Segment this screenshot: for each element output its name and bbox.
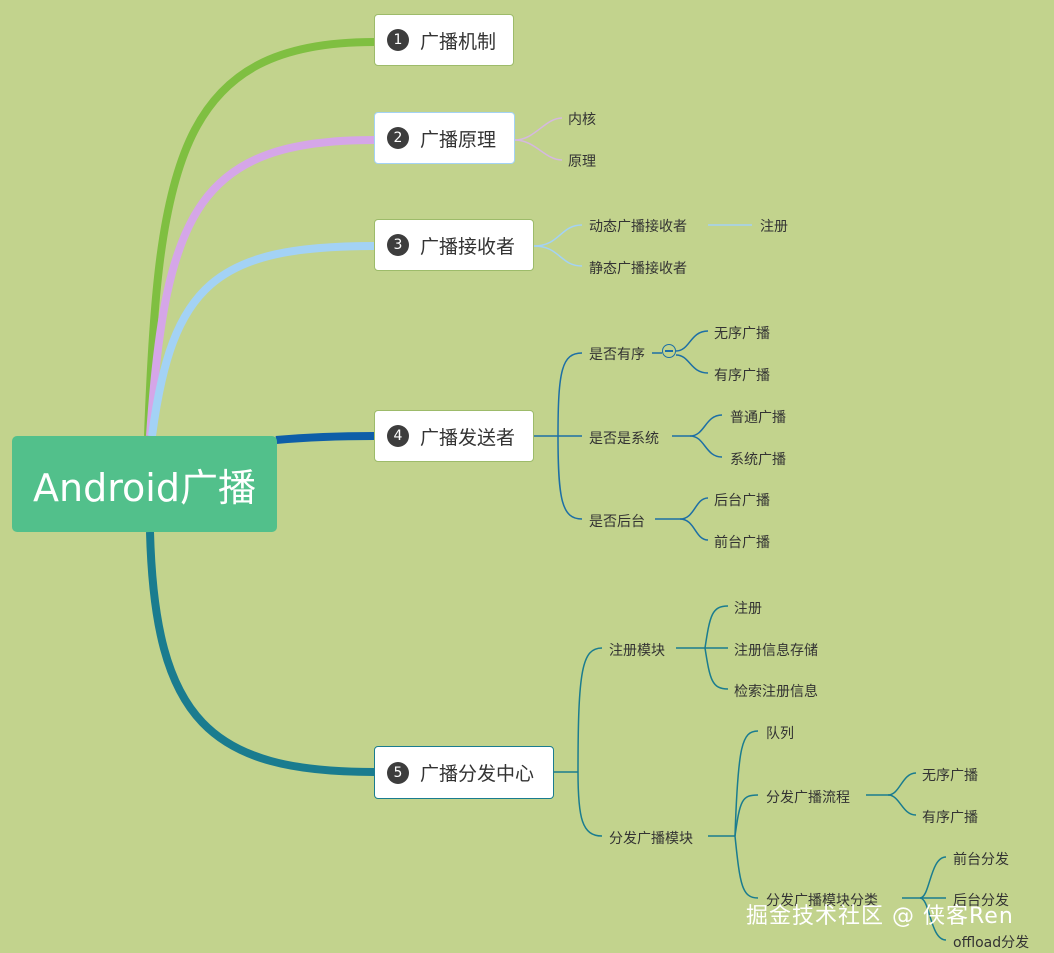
- branch-2-connectors: [514, 117, 563, 161]
- topic-broadcast-mechanism[interactable]: 1 广播机制: [374, 14, 514, 66]
- subtopic-register-info-storage[interactable]: 注册信息存储: [734, 643, 818, 659]
- subtopic-unordered-broadcast[interactable]: 无序广播: [922, 768, 978, 784]
- collapse-toggle-icon[interactable]: [662, 344, 676, 358]
- topic-number-badge: 4: [387, 425, 409, 447]
- root-topic[interactable]: Android广播: [12, 436, 277, 532]
- topic-label: 广播分发中心: [420, 763, 535, 785]
- branch-line-1: [144, 38, 375, 437]
- branch-3-connectors: [533, 224, 752, 267]
- subtopic-principle[interactable]: 原理: [568, 154, 596, 170]
- root-topic-label: Android广播: [33, 465, 256, 510]
- topic-label: 广播发送者: [420, 426, 516, 449]
- subtopic-foreground-broadcast[interactable]: 前台广播: [714, 535, 770, 551]
- subtopic-dynamic-receiver[interactable]: 动态广播接收者: [589, 219, 687, 235]
- subtopic-system-broadcast[interactable]: 系统广播: [730, 452, 786, 468]
- topic-broadcast-sender[interactable]: 4 广播发送者: [374, 410, 534, 462]
- subtopic-is-system[interactable]: 是否是系统: [589, 431, 659, 447]
- subtopic-dispatch-flow[interactable]: 分发广播流程: [766, 790, 850, 806]
- branch-line-3: [148, 242, 375, 437]
- subtopic-ordered-broadcast[interactable]: 有序广播: [922, 810, 978, 826]
- subtopic-background-dispatch[interactable]: 后台分发: [953, 893, 1009, 909]
- subtopic-foreground-dispatch[interactable]: 前台分发: [953, 852, 1009, 868]
- branch-line-4: [275, 432, 375, 444]
- topic-number-badge: 1: [387, 29, 409, 51]
- topic-label: 广播原理: [420, 128, 497, 151]
- subtopic-register[interactable]: 注册: [760, 219, 788, 235]
- subtopic-static-receiver[interactable]: 静态广播接收者: [589, 261, 687, 277]
- subtopic-register[interactable]: 注册: [734, 601, 762, 617]
- branch-4-connectors: [534, 330, 723, 541]
- subtopic-lookup-register-info[interactable]: 检索注册信息: [734, 684, 818, 700]
- topic-label: 广播接收者: [420, 235, 516, 258]
- watermark: 掘金技术社区 @ 侠客Ren: [746, 904, 1014, 929]
- topic-broadcast-receiver[interactable]: 3 广播接收者: [374, 219, 534, 271]
- subtopic-ordered-broadcast[interactable]: 有序广播: [714, 368, 770, 384]
- subtopic-dispatch-category[interactable]: 分发广播模块分类: [766, 893, 878, 909]
- subtopic-is-ordered[interactable]: 是否有序: [589, 347, 645, 363]
- subtopic-queue[interactable]: 队列: [766, 726, 794, 742]
- subtopic-dispatch-module[interactable]: 分发广播模块: [609, 831, 693, 847]
- branch-5-connectors: [554, 605, 947, 941]
- subtopic-is-background[interactable]: 是否后台: [589, 514, 645, 530]
- subtopic-background-broadcast[interactable]: 后台广播: [714, 493, 770, 509]
- topic-label: 广播机制: [420, 30, 497, 53]
- topic-number-badge: 2: [387, 127, 409, 149]
- topic-number-badge: 5: [387, 761, 409, 784]
- topic-broadcast-dispatch-center[interactable]: 5 广播分发中心: [374, 746, 554, 799]
- subtopic-kernel[interactable]: 内核: [568, 112, 596, 128]
- branch-line-2: [146, 136, 375, 437]
- topic-broadcast-principle[interactable]: 2 广播原理: [374, 112, 515, 164]
- subtopic-offload-dispatch[interactable]: offload分发: [953, 935, 1030, 951]
- subtopic-normal-broadcast[interactable]: 普通广播: [730, 410, 786, 426]
- subtopic-register-module[interactable]: 注册模块: [609, 643, 665, 659]
- subtopic-unordered-broadcast[interactable]: 无序广播: [714, 326, 770, 342]
- branch-line-5: [146, 531, 375, 776]
- topic-number-badge: 3: [387, 234, 409, 256]
